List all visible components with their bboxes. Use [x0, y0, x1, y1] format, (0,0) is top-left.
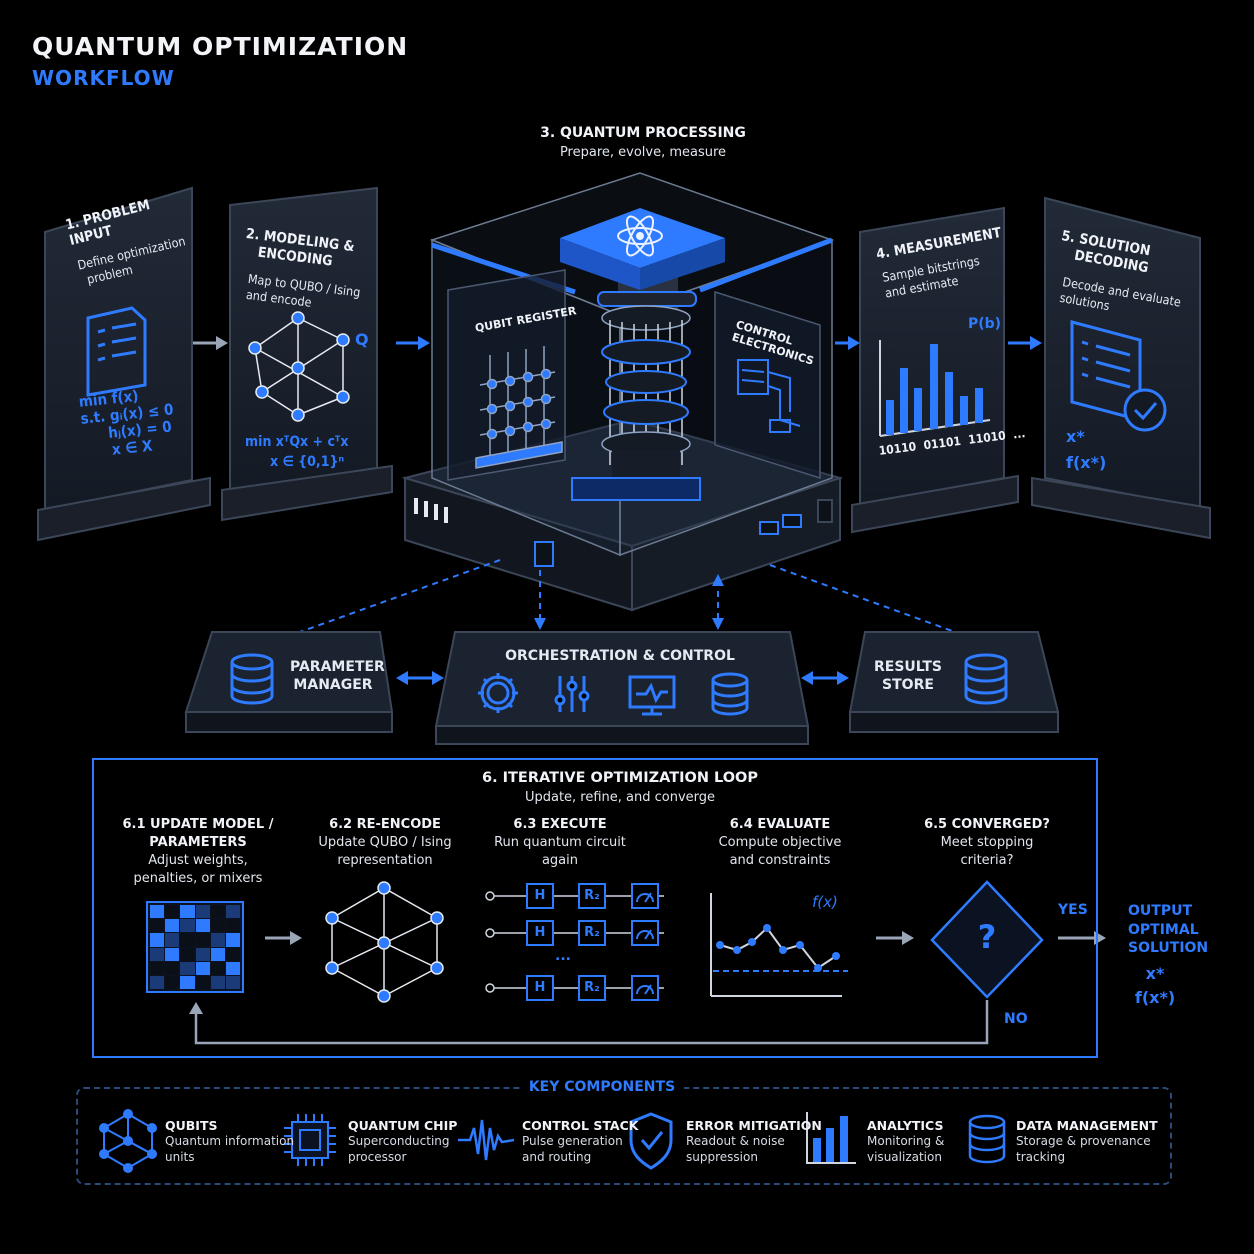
measure-gate-icon [631, 883, 659, 909]
step-6-4: 6.4 EVALUATE Compute objective and const… [700, 816, 860, 870]
problem-math: min f(x) s.t. gᵢ(x) ≤ 0 hⱼ(x) = 0 x ∈ X [78, 383, 195, 462]
output-values: x*f(x*) [1125, 962, 1185, 1010]
hadamard-gate: H [526, 883, 554, 909]
circuit-ellipsis: ... [555, 948, 571, 964]
hadamard-gate: H [526, 920, 554, 946]
step-6-1: 6.1 UPDATE MODEL / PARAMETERS Adjust wei… [118, 816, 278, 888]
rz-gate: R₂ [578, 975, 606, 1001]
loop-subtitle: Update, refine, and converge [400, 790, 840, 805]
hadamard-gate: H [526, 975, 554, 1001]
orchestration-control-label: ORCHESTRATION & CONTROL [470, 648, 770, 664]
step-6-3: 6.3 EXECUTE Run quantum circuit again [480, 816, 640, 870]
step-6-2: 6.2 RE-ENCODE Update QUBO / Ising repres… [305, 816, 465, 870]
key-components-title: KEY COMPONENTS [520, 1079, 684, 1095]
rz-gate: R₂ [578, 883, 606, 909]
measure-gate-icon [631, 975, 659, 1001]
quantum-processor-unit [405, 173, 840, 610]
yes-label: YES [1058, 902, 1088, 918]
objective-label: f(x) [812, 893, 838, 911]
component-analytics: ANALYTICS Monitoring & visualization [867, 1118, 944, 1165]
component-control-stack: CONTROL STACK Pulse generation and routi… [522, 1118, 638, 1165]
component-quantum-chip: QUANTUM CHIP Superconducting processor [348, 1118, 457, 1165]
results-store-label: RESULTSSTORE [870, 658, 946, 694]
sliders-icon [556, 676, 588, 712]
loop-title: 6. ITERATIVE OPTIMIZATION LOOP [400, 770, 840, 786]
solution-values: x*f(x*) [1066, 424, 1106, 476]
probability-label: P(b) [968, 316, 1001, 332]
step-6-5: 6.5 CONVERGED? Meet stopping criteria? [907, 816, 1067, 870]
q-matrix-label: Q [355, 330, 369, 349]
component-data-management: DATA MANAGEMENT Storage & provenance tra… [1016, 1118, 1158, 1165]
question-mark: ? [967, 918, 1007, 956]
no-label: NO [1004, 1011, 1028, 1027]
component-error-mitigation: ERROR MITIGATION Readout & noise suppres… [686, 1118, 822, 1165]
measure-gate-icon [631, 920, 659, 946]
rz-gate: R₂ [578, 920, 606, 946]
component-qubits: QUBITS Quantum information units [165, 1118, 294, 1165]
